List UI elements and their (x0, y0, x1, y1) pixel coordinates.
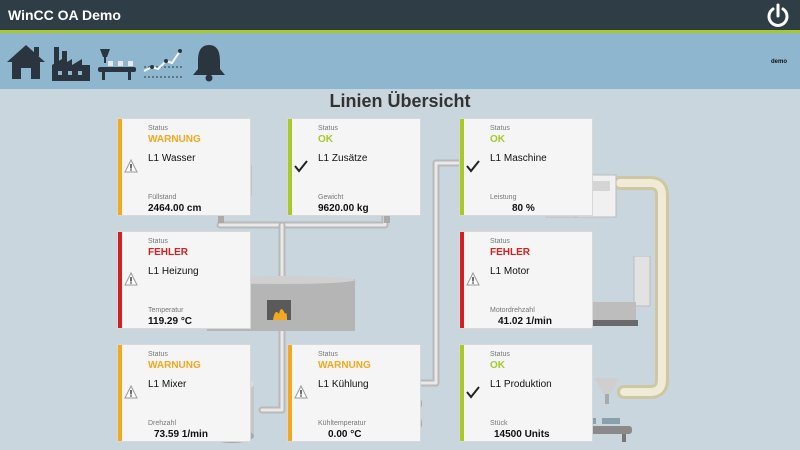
status-label: Status (148, 238, 168, 245)
status-label: Status (490, 238, 510, 245)
metric-label: Stück (490, 420, 508, 427)
card-title: L1 Kühlung (318, 379, 369, 390)
status-text: OK (490, 134, 505, 145)
power-icon[interactable] (764, 2, 792, 30)
status-text: WARNUNG (318, 360, 371, 371)
checkmark-icon (294, 160, 308, 173)
checkmark-icon (466, 160, 480, 173)
title-bar: WinCC OA Demo (0, 0, 800, 33)
app-title: WinCC OA Demo (8, 7, 121, 23)
warning-icon (124, 385, 138, 399)
card-title: L1 Motor (490, 266, 530, 277)
status-bar (460, 119, 464, 215)
status-bar (118, 345, 122, 441)
status-bar (288, 119, 292, 215)
metric-value: 41.02 1/min (498, 316, 552, 327)
status-label: Status (318, 351, 338, 358)
metric-value: 9620.00 kg (318, 203, 369, 214)
user-name: demo (771, 59, 788, 65)
metric-value: 2464.00 cm (148, 203, 202, 214)
production-line-icon[interactable] (96, 41, 138, 83)
status-text: WARNUNG (148, 360, 201, 371)
warning-icon (466, 272, 480, 286)
card-l1-motor[interactable]: Status FEHLER L1 Motor Motordrehzahl 41.… (459, 231, 593, 329)
status-label: Status (318, 125, 338, 132)
card-l1-heizung[interactable]: Status FEHLER L1 Heizung Temperatur 119.… (117, 231, 251, 329)
trend-chart-icon[interactable] (142, 41, 184, 83)
status-bar (460, 232, 464, 328)
card-l1-maschine[interactable]: Status OK L1 Maschine Leistung 80 % (459, 118, 593, 216)
metric-label: Füllstand (148, 194, 177, 201)
alarm-bell-icon[interactable] (188, 41, 230, 83)
card-title: L1 Maschine (490, 153, 547, 164)
status-text: OK (490, 360, 505, 371)
metric-value: 80 % (512, 203, 535, 214)
warning-icon (294, 385, 308, 399)
checkmark-icon (466, 386, 480, 399)
metric-label: Gewicht (318, 194, 344, 201)
card-title: L1 Heizung (148, 266, 199, 277)
status-text: FEHLER (148, 247, 188, 258)
warning-icon (124, 159, 138, 173)
card-title: L1 Produktion (490, 379, 552, 390)
status-text: OK (318, 134, 333, 145)
card-l1-zusaetze[interactable]: Status OK L1 Zusätze Gewicht 9620.00 kg (287, 118, 421, 216)
status-label: Status (490, 351, 510, 358)
metric-value: 0.00 °C (328, 429, 362, 440)
metric-label: Drehzahl (148, 420, 177, 427)
warning-icon (124, 272, 138, 286)
status-bar (288, 345, 292, 441)
metric-label: Leistung (490, 194, 517, 201)
metric-label: Motordrehzahl (490, 307, 535, 314)
status-label: Status (490, 125, 510, 132)
status-label: Status (148, 125, 168, 132)
status-text: WARNUNG (148, 134, 201, 145)
card-l1-produktion[interactable]: Status OK L1 Produktion Stück 14500 Unit… (459, 344, 593, 442)
page-title: Linien Übersicht (329, 91, 471, 111)
metric-label: Temperatur (148, 307, 184, 314)
toolbar (0, 33, 800, 89)
factory-icon[interactable] (50, 41, 92, 83)
card-l1-kuehlung[interactable]: Status WARNUNG L1 Kühlung Kühltemperatur… (287, 344, 421, 442)
metric-value: 14500 Units (494, 429, 550, 440)
status-bar (118, 119, 122, 215)
card-l1-mixer[interactable]: Status WARNUNG L1 Mixer Drehzahl 73.59 1… (117, 344, 251, 442)
status-bar (118, 232, 122, 328)
status-bar (460, 345, 464, 441)
status-label: Status (148, 351, 168, 358)
metric-label: Kühltemperatur (318, 420, 366, 427)
card-title: L1 Mixer (148, 379, 187, 390)
home-icon[interactable] (5, 41, 47, 83)
status-text: FEHLER (490, 247, 530, 258)
card-l1-wasser[interactable]: Status WARNUNG L1 Wasser Füllstand 2464.… (117, 118, 251, 216)
metric-value: 119.29 °C (148, 316, 193, 327)
card-title: L1 Wasser (148, 153, 196, 164)
metric-value: 73.59 1/min (154, 429, 208, 440)
card-title: L1 Zusätze (318, 153, 368, 164)
